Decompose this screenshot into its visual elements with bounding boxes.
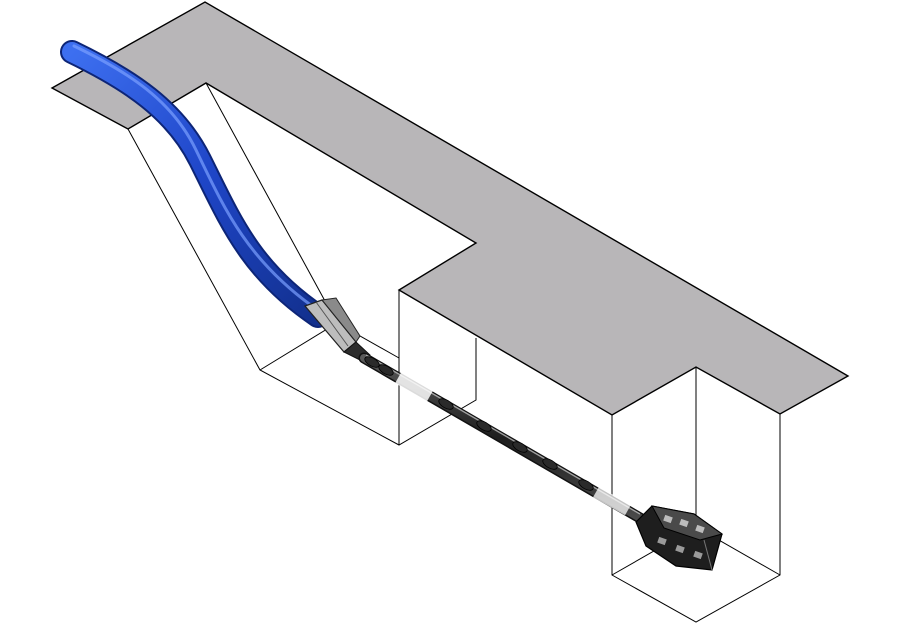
- exit-pit: [611, 367, 781, 623]
- drill-rod-string: [358, 352, 646, 524]
- rod-joints: [364, 356, 594, 491]
- reamer-head: [635, 505, 724, 571]
- blue-hose: [60, 40, 330, 328]
- mid-pit: [398, 290, 477, 445]
- hose-coupling: [303, 297, 371, 363]
